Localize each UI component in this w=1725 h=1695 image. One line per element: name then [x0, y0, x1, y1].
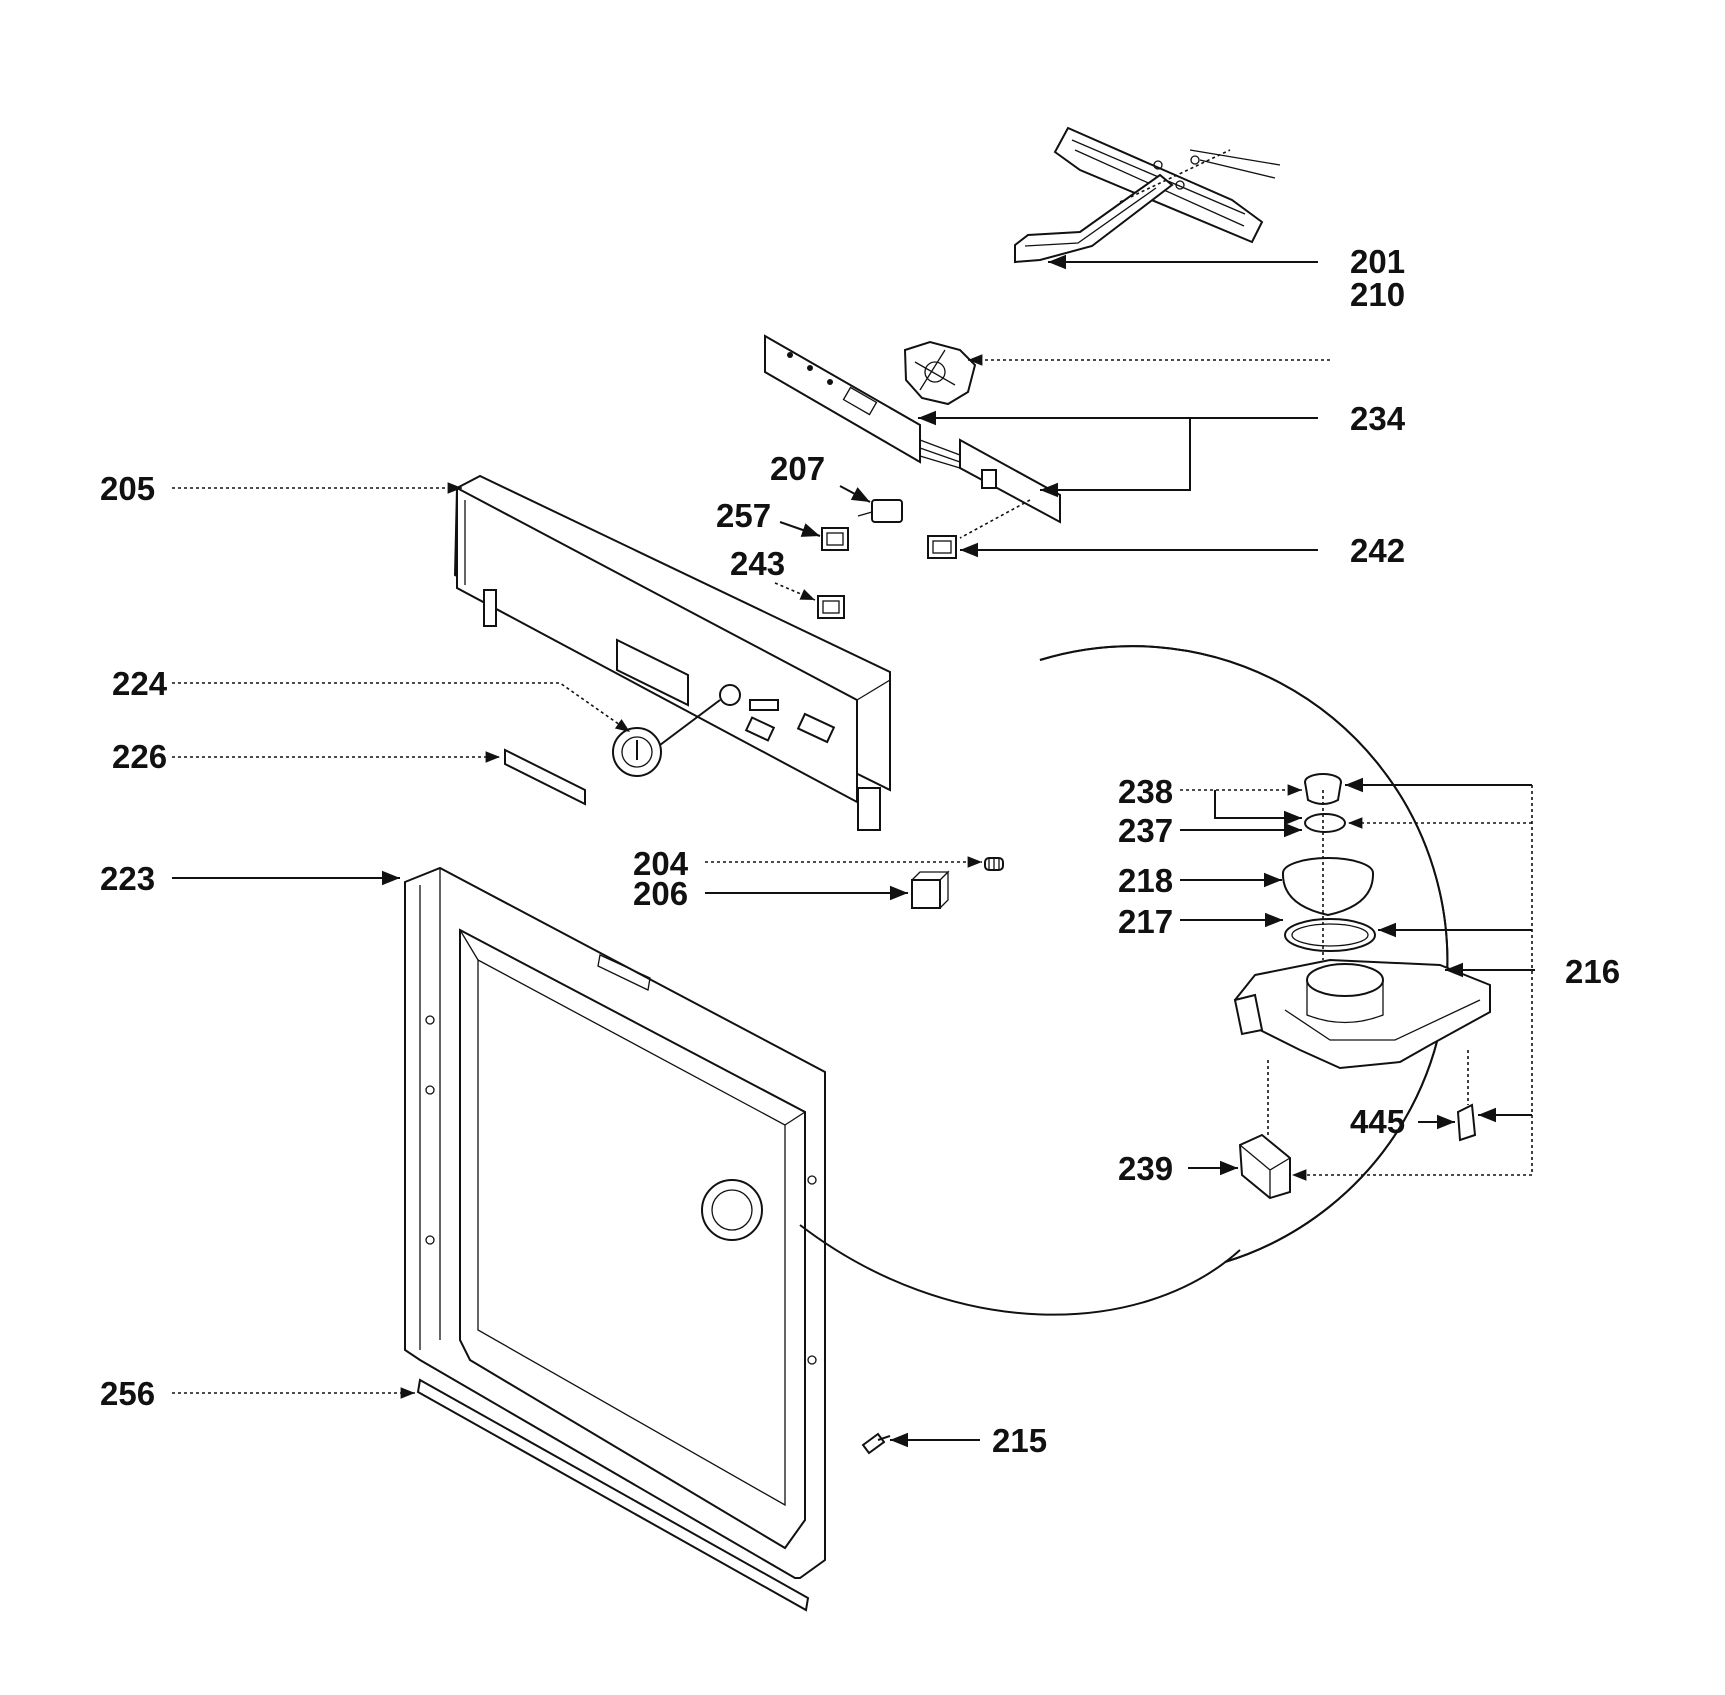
label-226: 226 [112, 738, 167, 775]
control-panel-part [453, 474, 891, 831]
detail-circle [799, 645, 1449, 1316]
label-217: 217 [1118, 903, 1173, 940]
bracket-445-part [1456, 1103, 1477, 1142]
label-257: 257 [716, 497, 771, 534]
actuator-239-part [1238, 1133, 1291, 1200]
mounting-bracket-part [1014, 126, 1281, 264]
detail-dashed-guides [1267, 790, 1469, 1135]
switch-242-part [927, 535, 957, 559]
inner-door-part [404, 866, 826, 1579]
label-242: 242 [1350, 532, 1405, 569]
label-205: 205 [100, 470, 155, 507]
screw-215-part [861, 1432, 891, 1455]
label-223: 223 [100, 860, 155, 897]
switch-243-part [817, 595, 845, 619]
clip-206-part [911, 870, 950, 909]
label-strip-226-part [504, 748, 586, 806]
switch-257-part [821, 527, 849, 551]
o-ring-237-part [1304, 813, 1346, 833]
dispenser-cover-218-part [1281, 857, 1375, 917]
label-234: 234 [1350, 400, 1406, 437]
label-445: 445 [1350, 1103, 1405, 1140]
part-labels: 201 210 234 205 207 257 243 242 224 226 … [100, 243, 1620, 1459]
label-206: 206 [633, 875, 688, 912]
label-243: 243 [730, 545, 785, 582]
leader-lines [172, 254, 1535, 1448]
label-216: 216 [1565, 953, 1620, 990]
label-239: 239 [1118, 1150, 1173, 1187]
label-204: 204 [633, 845, 689, 882]
spring-204-part [984, 857, 1004, 871]
seal-217-part [1284, 918, 1376, 952]
label-215: 215 [992, 1422, 1047, 1459]
label-224: 224 [112, 665, 168, 702]
label-210: 210 [1350, 276, 1405, 313]
label-201: 201 [1350, 243, 1405, 280]
label-218: 218 [1118, 862, 1173, 899]
control-board-part [764, 334, 1061, 524]
label-207: 207 [770, 450, 825, 487]
switch-207-part [857, 499, 903, 523]
label-256: 256 [100, 1375, 155, 1412]
dispenser-body-216-part [1233, 958, 1491, 1070]
bottom-gasket-part [416, 1378, 810, 1612]
knob-224-part [612, 727, 662, 777]
dispenser-cap-238-part [1304, 773, 1342, 805]
label-237: 237 [1118, 812, 1173, 849]
label-238: 238 [1118, 773, 1173, 810]
